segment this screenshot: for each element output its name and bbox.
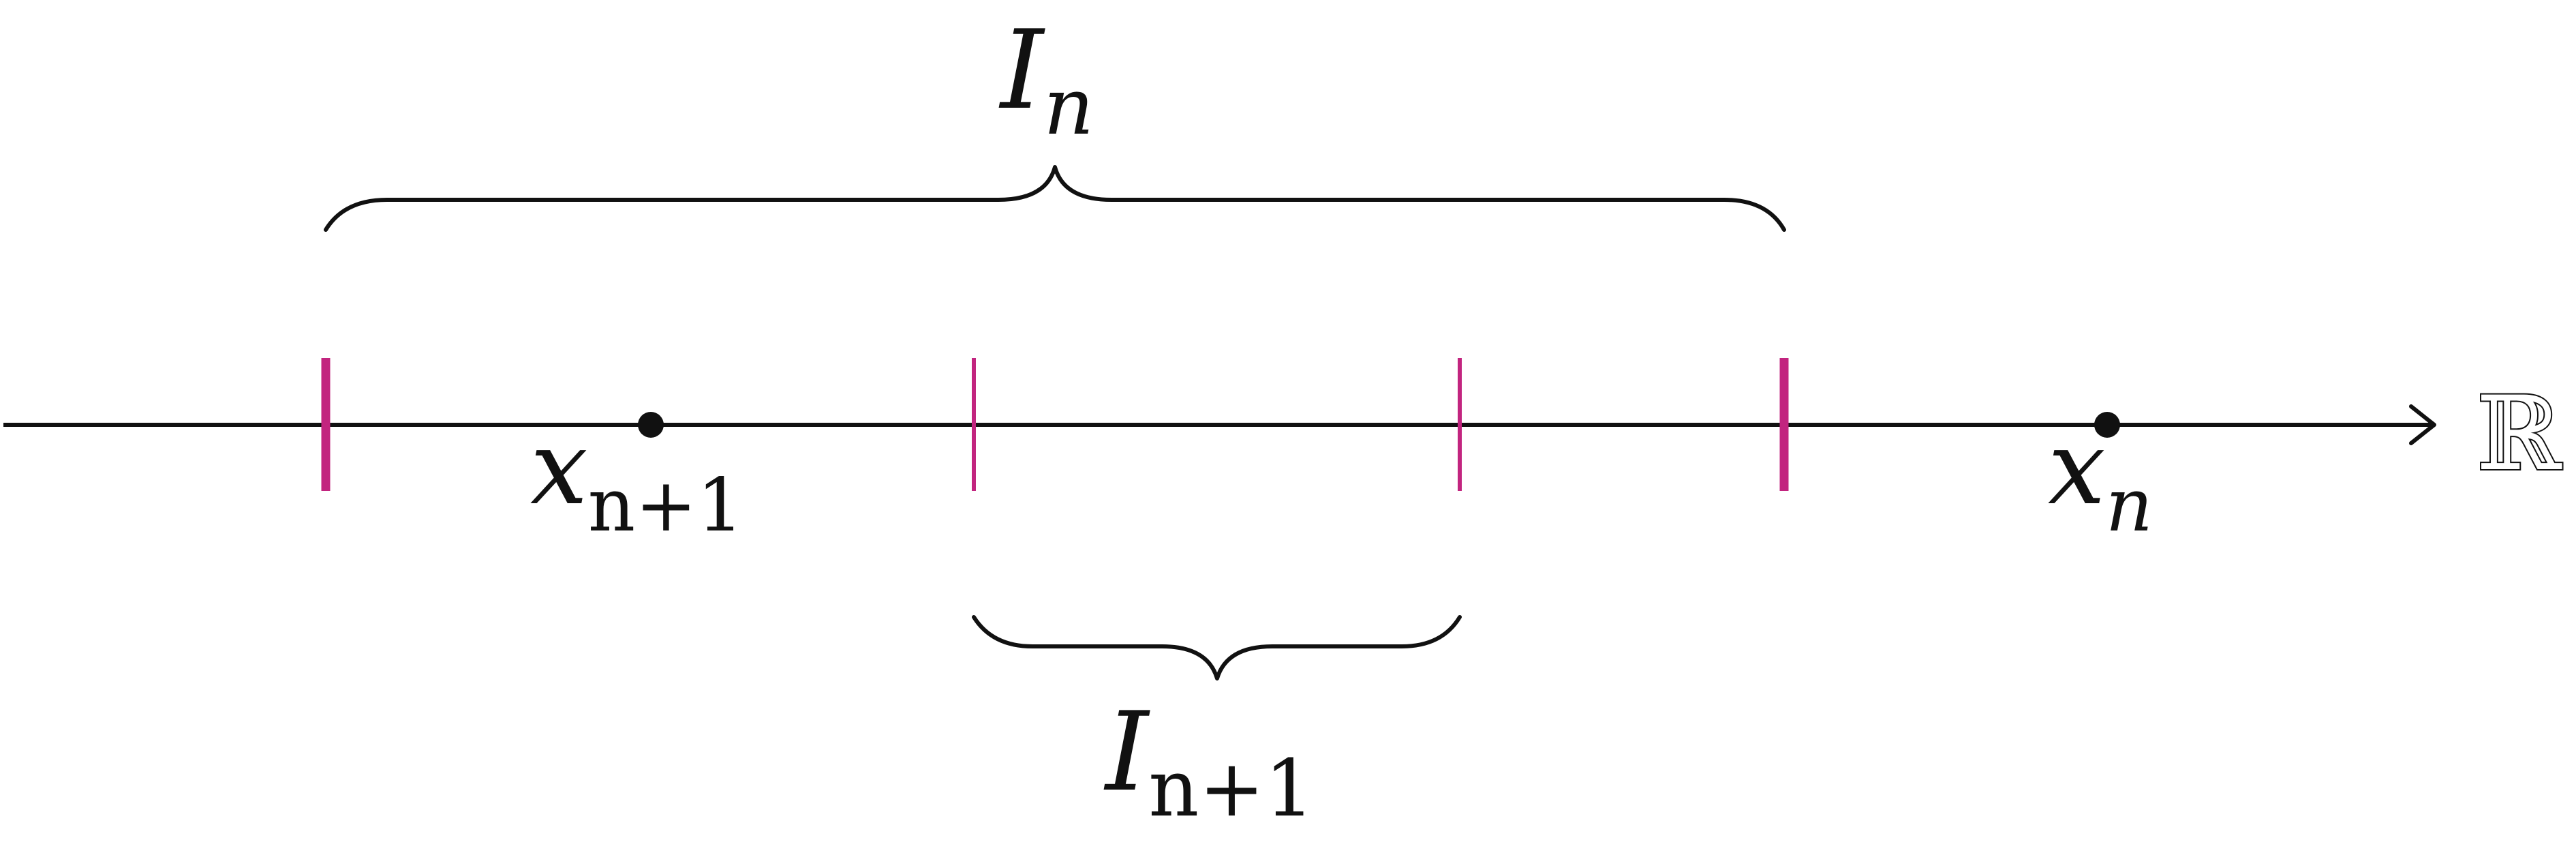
point-label-x-n: xn (2048, 409, 2153, 548)
axis-label: ℝ (2477, 375, 2562, 494)
outer-interval-brace (324, 165, 1786, 232)
inner-interval-label: In+1 (1103, 688, 1315, 835)
point-x-n-dot (2094, 412, 2120, 438)
axis-arrowhead (2409, 404, 2436, 445)
outer-interval-label: In (998, 6, 1094, 153)
inner-interval-brace (972, 615, 1462, 680)
point-x-n-plus-1-dot (638, 412, 664, 438)
point-label-x-n-plus-1: xn+1 (530, 409, 743, 548)
